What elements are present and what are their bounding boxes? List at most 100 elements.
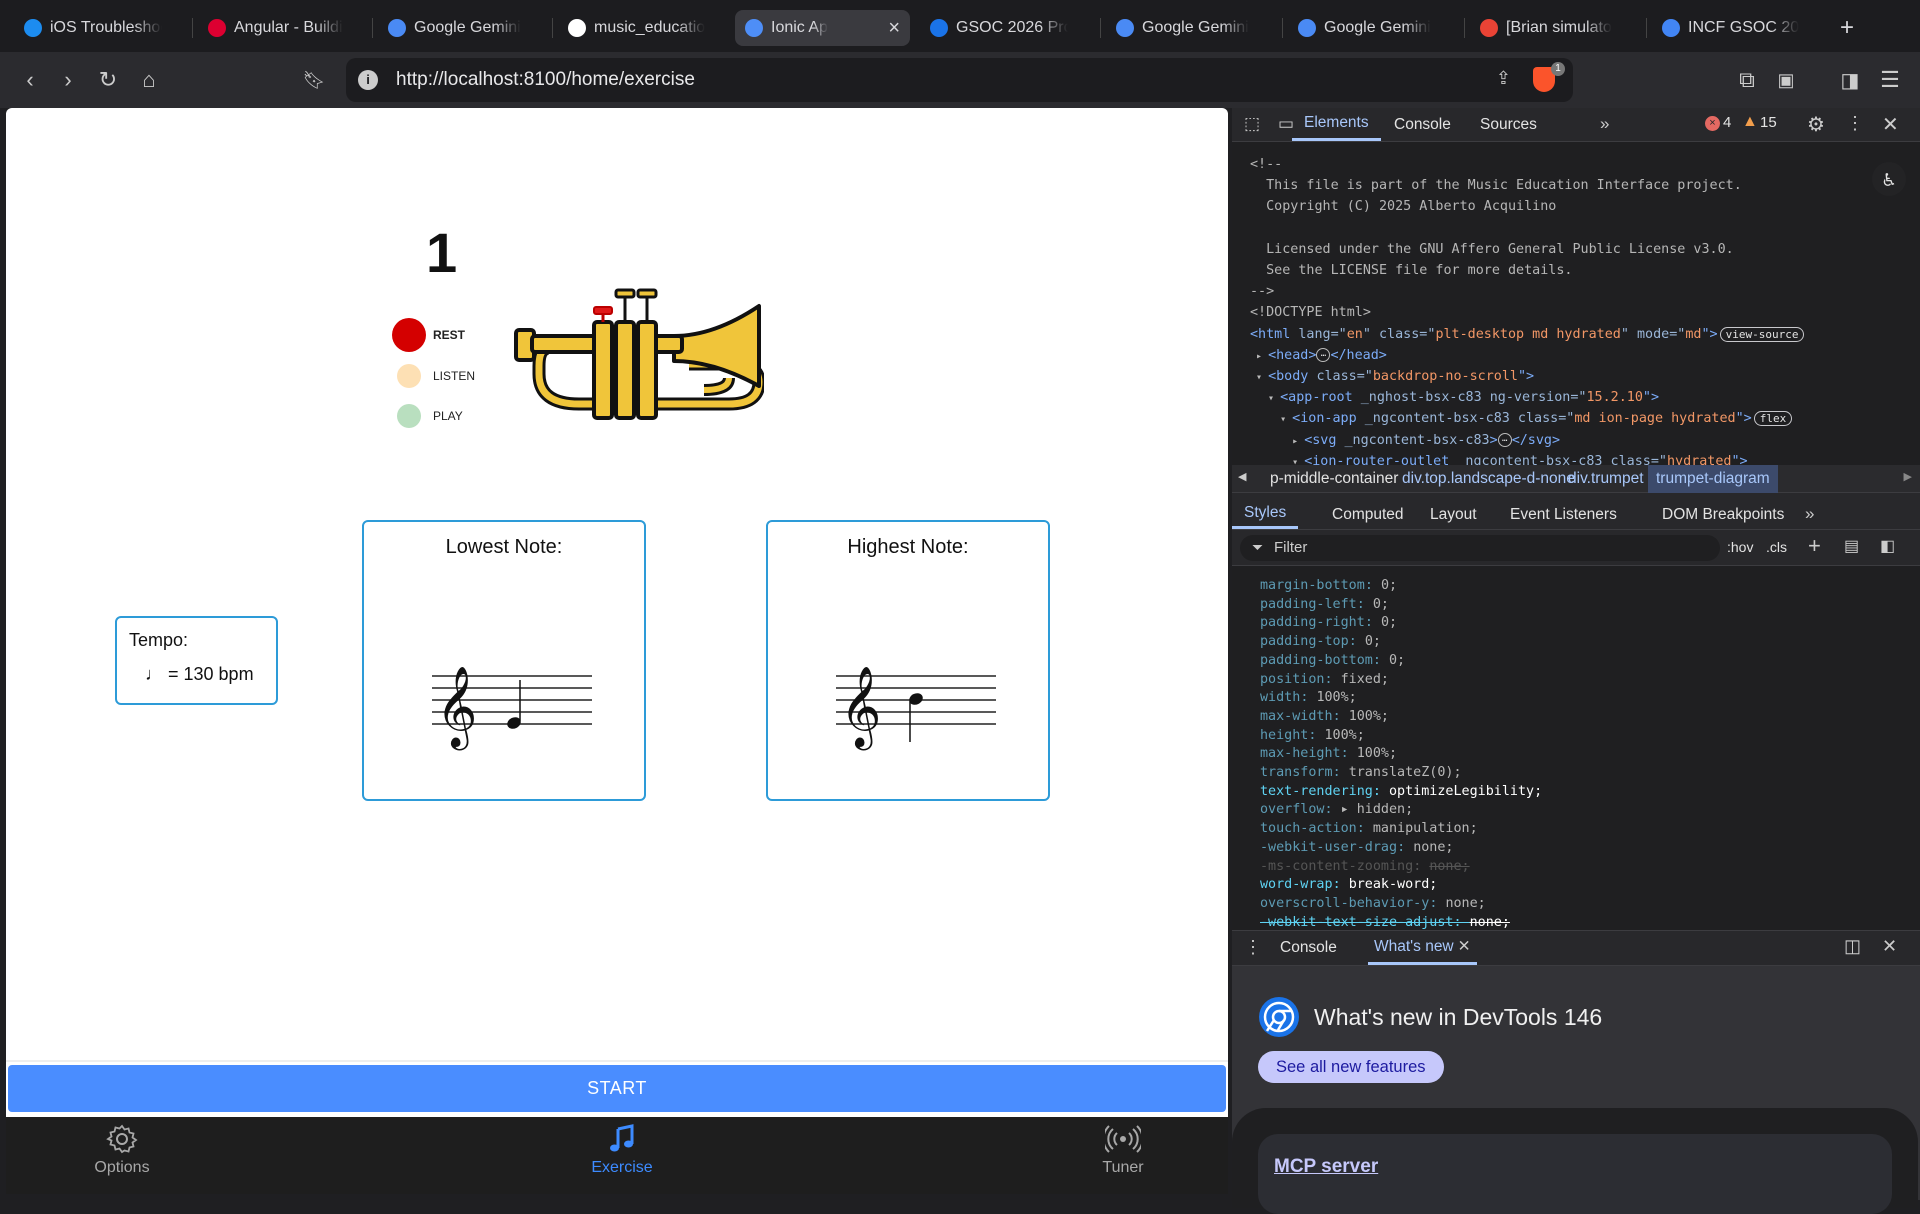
drawer-tab-console[interactable]: Console (1280, 931, 1337, 965)
dock-icon[interactable]: ◫ (1844, 936, 1862, 956)
style-value[interactable]: 0; (1380, 615, 1398, 631)
styles-pane[interactable]: margin-bottom: 0;padding-left: 0;padding… (1232, 566, 1920, 930)
lowest-note-card[interactable]: Lowest Note: 𝄞 (362, 520, 646, 801)
wallet-icon[interactable]: ▣ (1777, 69, 1795, 90)
browser-tab[interactable]: music_educatio (558, 10, 723, 46)
browser-tab[interactable]: Google Gemini (1288, 10, 1453, 46)
style-declaration[interactable]: padding-left: 0; (1260, 595, 1389, 614)
warning-count[interactable]: 15 (1760, 114, 1777, 131)
dom-token[interactable]: … (1497, 432, 1512, 447)
style-property[interactable]: width (1260, 690, 1301, 706)
style-value[interactable]: optimizeLegibility; (1389, 783, 1543, 799)
browser-tab[interactable]: INCF GSOC 20 (1652, 10, 1817, 46)
style-value[interactable]: fixed; (1340, 671, 1389, 687)
style-value[interactable]: none; (1445, 895, 1486, 911)
style-property[interactable]: word-wrap (1260, 877, 1333, 893)
dom-token[interactable]: … (1316, 347, 1331, 362)
style-declaration[interactable]: overflow: ▸ hidden; (1260, 800, 1413, 819)
style-value[interactable]: 100%; (1348, 708, 1389, 724)
drawer-menu-icon[interactable]: ⋮ (1244, 937, 1262, 957)
style-value[interactable]: 100%; (1356, 746, 1398, 762)
forward-icon[interactable]: › (64, 67, 72, 92)
new-tab-button[interactable]: + (1840, 14, 1855, 41)
dom-node-line[interactable]: This file is part of the Music Education… (1250, 175, 1742, 196)
style-value[interactable]: 0; (1364, 634, 1381, 650)
close-drawer-icon[interactable]: ✕ (1882, 936, 1898, 956)
style-declaration[interactable]: max-height: 100%; (1260, 744, 1397, 763)
tab-exercise[interactable]: Exercise (562, 1123, 682, 1177)
more-options-icon[interactable]: ⋮ (1846, 113, 1864, 133)
breadcrumb-item[interactable]: div.trumpet (1568, 470, 1644, 487)
style-declaration[interactable]: position: fixed; (1260, 670, 1389, 689)
dom-node-line[interactable]: ▾ <body class="backdrop-no-scroll"> (1250, 366, 1534, 387)
back-icon[interactable]: ‹ (26, 67, 34, 92)
browser-tab[interactable]: [Brian simulato (1470, 10, 1635, 46)
style-value[interactable]: manipulation; (1372, 821, 1478, 837)
dom-node-line[interactable]: <html lang="en" class="plt-desktop md hy… (1250, 324, 1805, 345)
devtools-tab-sources[interactable]: Sources (1468, 108, 1549, 141)
style-property[interactable]: -webkit-user-drag (1260, 839, 1398, 855)
dom-node-line[interactable]: Copyright (C) 2025 Alberto Acquilino (1250, 196, 1556, 217)
styles-tab-styles[interactable]: Styles (1232, 500, 1299, 529)
browser-tab[interactable]: Google Gemini (1106, 10, 1271, 46)
dom-node-line[interactable]: ▾ <ion-app _ngcontent-bsx-c83 class="md … (1250, 408, 1793, 429)
dom-tree[interactable]: ♿︎ <!-- This file is part of the Music E… (1232, 142, 1920, 465)
style-declaration[interactable]: max-width: 100%; (1260, 707, 1389, 726)
style-property[interactable]: position (1260, 671, 1325, 687)
style-property[interactable]: -webkit-text-size-adjust (1260, 914, 1454, 930)
start-button[interactable]: START (8, 1065, 1226, 1112)
scroll-left-icon[interactable]: ◀ (1238, 471, 1247, 483)
dom-token[interactable]: flex (1753, 411, 1793, 427)
error-icon[interactable]: × (1705, 116, 1720, 131)
style-value[interactable]: 0; (1380, 578, 1398, 593)
sidebar-icon[interactable]: ◨ (1840, 69, 1860, 92)
brave-shields-icon[interactable] (1533, 67, 1555, 92)
close-tab-icon[interactable]: × (888, 16, 900, 39)
bookmark-icon[interactable]: 🔖︎ (302, 69, 326, 90)
breadcrumb-item[interactable]: trumpet-diagram (1648, 465, 1778, 493)
style-property[interactable]: padding-right (1260, 615, 1365, 631)
tab-options[interactable]: Options (62, 1123, 182, 1177)
more-style-tabs-icon[interactable]: » (1805, 504, 1815, 523)
dom-node-line[interactable]: <!-- (1250, 154, 1282, 175)
browser-tab[interactable]: iOS Troubleshoo (14, 10, 184, 46)
dom-node-line[interactable]: ▸ <head>…</head> (1250, 345, 1387, 366)
styles-tab-dom-breakpoints[interactable]: DOM Breakpoints (1650, 500, 1796, 529)
style-value[interactable]: none; (1413, 839, 1454, 855)
mcp-server-link[interactable]: MCP server (1274, 1156, 1379, 1177)
style-property[interactable]: text-rendering (1260, 783, 1373, 799)
styles-tab-computed[interactable]: Computed (1320, 500, 1416, 529)
highest-note-card[interactable]: Highest Note: 𝄞 (766, 520, 1050, 801)
style-declaration[interactable]: overscroll-behavior-y: none; (1260, 894, 1486, 913)
devtools-tab-elements[interactable]: Elements (1292, 108, 1381, 141)
style-declaration[interactable]: -ms-content-zooming: none; (1260, 857, 1470, 876)
filter-input[interactable]: ⏷ Filter (1240, 535, 1720, 561)
style-value[interactable]: 100%; (1324, 727, 1365, 743)
style-declaration[interactable]: width: 100%; (1260, 688, 1357, 707)
style-value[interactable]: 0; (1389, 652, 1406, 668)
share-icon[interactable]: ⇪ (1495, 68, 1511, 88)
accessibility-icon[interactable]: ♿︎ (1872, 162, 1906, 196)
style-declaration[interactable]: height: 100%; (1260, 726, 1365, 745)
dom-node-line[interactable]: ▾ <ion-router-outlet _ngcontent-bsx-c83 … (1250, 451, 1747, 465)
cls-button[interactable]: .cls (1766, 539, 1787, 555)
style-declaration[interactable]: word-wrap: break-word; (1260, 875, 1437, 894)
dom-node-line[interactable]: See the LICENSE file for more details. (1250, 260, 1572, 281)
settings-icon[interactable]: ⚙ (1807, 114, 1825, 136)
style-property[interactable]: transform (1260, 765, 1333, 780)
dom-node-line[interactable]: ▾ <app-root _nghost-bsx-c83 ng-version="… (1250, 387, 1659, 408)
style-property[interactable]: margin-bottom (1260, 578, 1365, 593)
close-devtools-icon[interactable]: ✕ (1882, 114, 1899, 136)
style-property[interactable]: overflow (1260, 802, 1325, 818)
style-property[interactable]: height (1260, 727, 1309, 743)
style-property[interactable]: max-height (1260, 746, 1341, 762)
style-property[interactable]: max-width (1260, 708, 1333, 724)
new-style-rule-icon[interactable]: + (1808, 533, 1821, 558)
close-tab-icon[interactable]: ✕ (1457, 938, 1471, 955)
dom-node-line[interactable]: <!DOCTYPE html> (1250, 302, 1371, 323)
style-value[interactable]: none; (1469, 914, 1510, 930)
browser-tab[interactable]: Google Gemini (378, 10, 543, 46)
browser-tab[interactable]: Angular - Buildi (198, 10, 363, 46)
style-declaration[interactable]: padding-top: 0; (1260, 632, 1381, 651)
address-bar[interactable]: i http://localhost:8100/home/exercise ⇪ … (346, 58, 1573, 102)
